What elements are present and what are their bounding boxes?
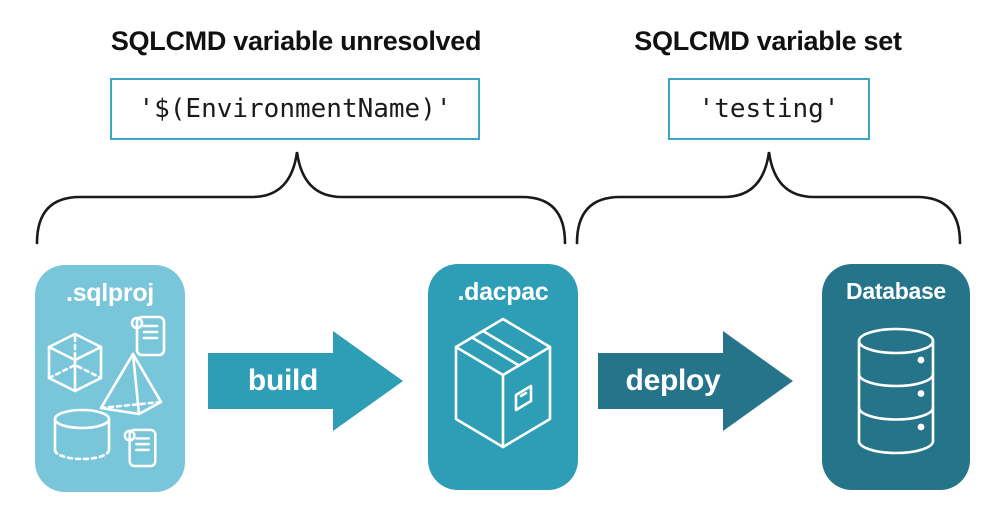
dacpac-node: .dacpac: [428, 264, 578, 490]
unresolved-variable-box: '$(EnvironmentName)': [110, 78, 480, 140]
cylinder-icon: [53, 408, 111, 461]
resolved-variable-box: 'testing': [668, 78, 870, 140]
unresolved-variable-text: '$(EnvironmentName)': [138, 94, 452, 124]
package-icon: [454, 317, 552, 449]
deploy-arrow-icon: [598, 331, 793, 431]
dacpac-node-label: .dacpac: [457, 278, 549, 306]
database-node: Database: [822, 264, 970, 490]
build-arrow-label: build: [247, 364, 319, 397]
left-annotation-heading: SQLCMD variable unresolved: [110, 26, 482, 56]
right-brace-icon: [575, 151, 962, 245]
sqlproj-node: .sqlproj: [35, 265, 185, 492]
resolved-variable-text: 'testing': [698, 94, 840, 124]
script-icon: [123, 428, 157, 468]
build-arrow-icon: [208, 331, 403, 431]
left-brace-icon: [35, 151, 567, 245]
pyramid-icon: [99, 352, 163, 416]
script-icon: [130, 315, 166, 357]
database-icon: [857, 327, 935, 455]
sql-project-icon: [47, 315, 166, 468]
deploy-arrow-label: deploy: [625, 364, 721, 397]
sqlproj-node-label: .sqlproj: [66, 279, 154, 307]
database-node-label: Database: [846, 278, 946, 304]
cube-icon: [47, 332, 103, 393]
right-annotation-heading: SQLCMD variable set: [634, 26, 902, 56]
